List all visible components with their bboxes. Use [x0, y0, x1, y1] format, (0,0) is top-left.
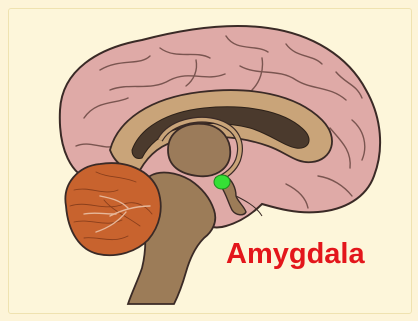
amygdala-label: Amygdala	[226, 236, 365, 272]
amygdala	[214, 175, 230, 189]
thalamus	[168, 124, 230, 177]
